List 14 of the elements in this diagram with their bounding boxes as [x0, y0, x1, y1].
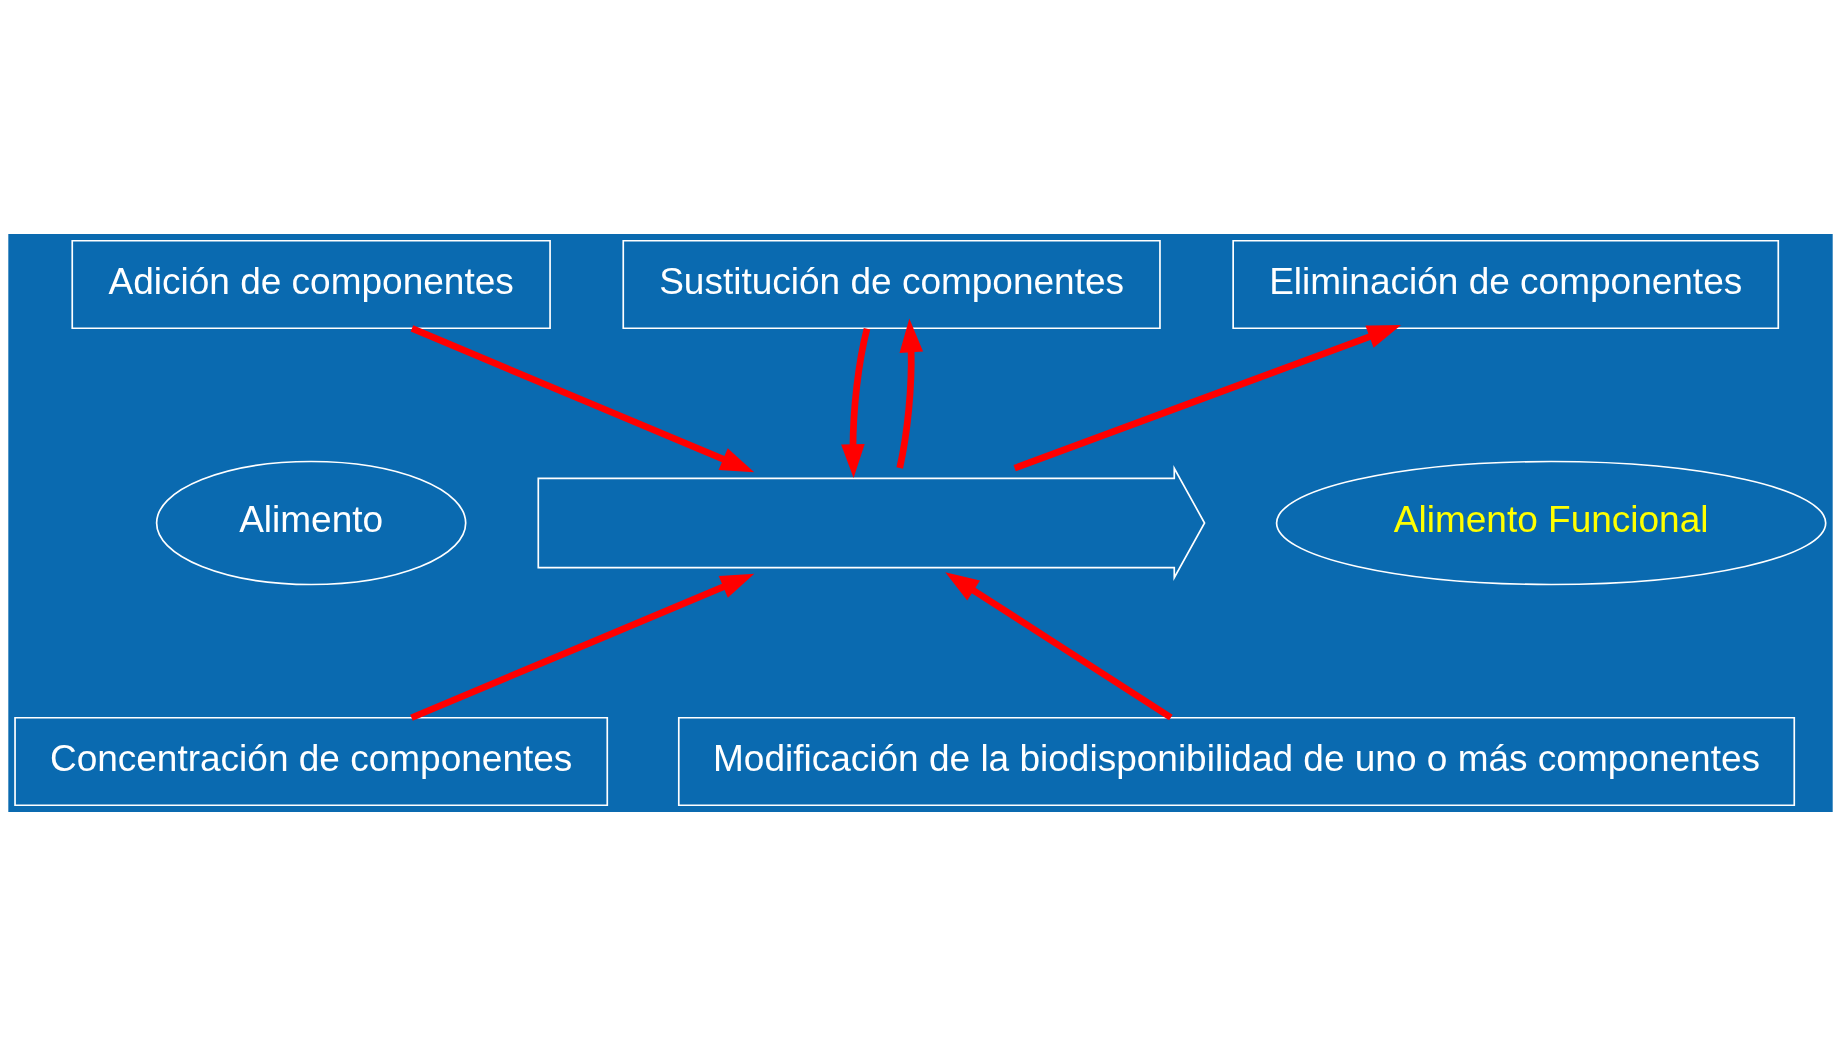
arrow	[841, 327, 871, 478]
node-box: Concentración de componentes	[14, 716, 609, 806]
arrow	[945, 571, 1173, 720]
arrow	[896, 318, 924, 469]
arrow	[1013, 324, 1402, 471]
node-box: Adición de componentes	[71, 239, 551, 329]
arrow	[410, 573, 755, 721]
arrow	[410, 324, 755, 472]
node-box: Eliminación de componentes	[1232, 239, 1780, 329]
node-arrow	[537, 464, 1206, 581]
node-box: Sustitución de componentes	[622, 239, 1161, 329]
node-ellipse: Alimento Funcional	[1275, 460, 1827, 585]
node-ellipse: Alimento	[155, 460, 467, 585]
node-box: Modificación de la biodisponibilidad de uno o más componentes	[677, 716, 1796, 806]
